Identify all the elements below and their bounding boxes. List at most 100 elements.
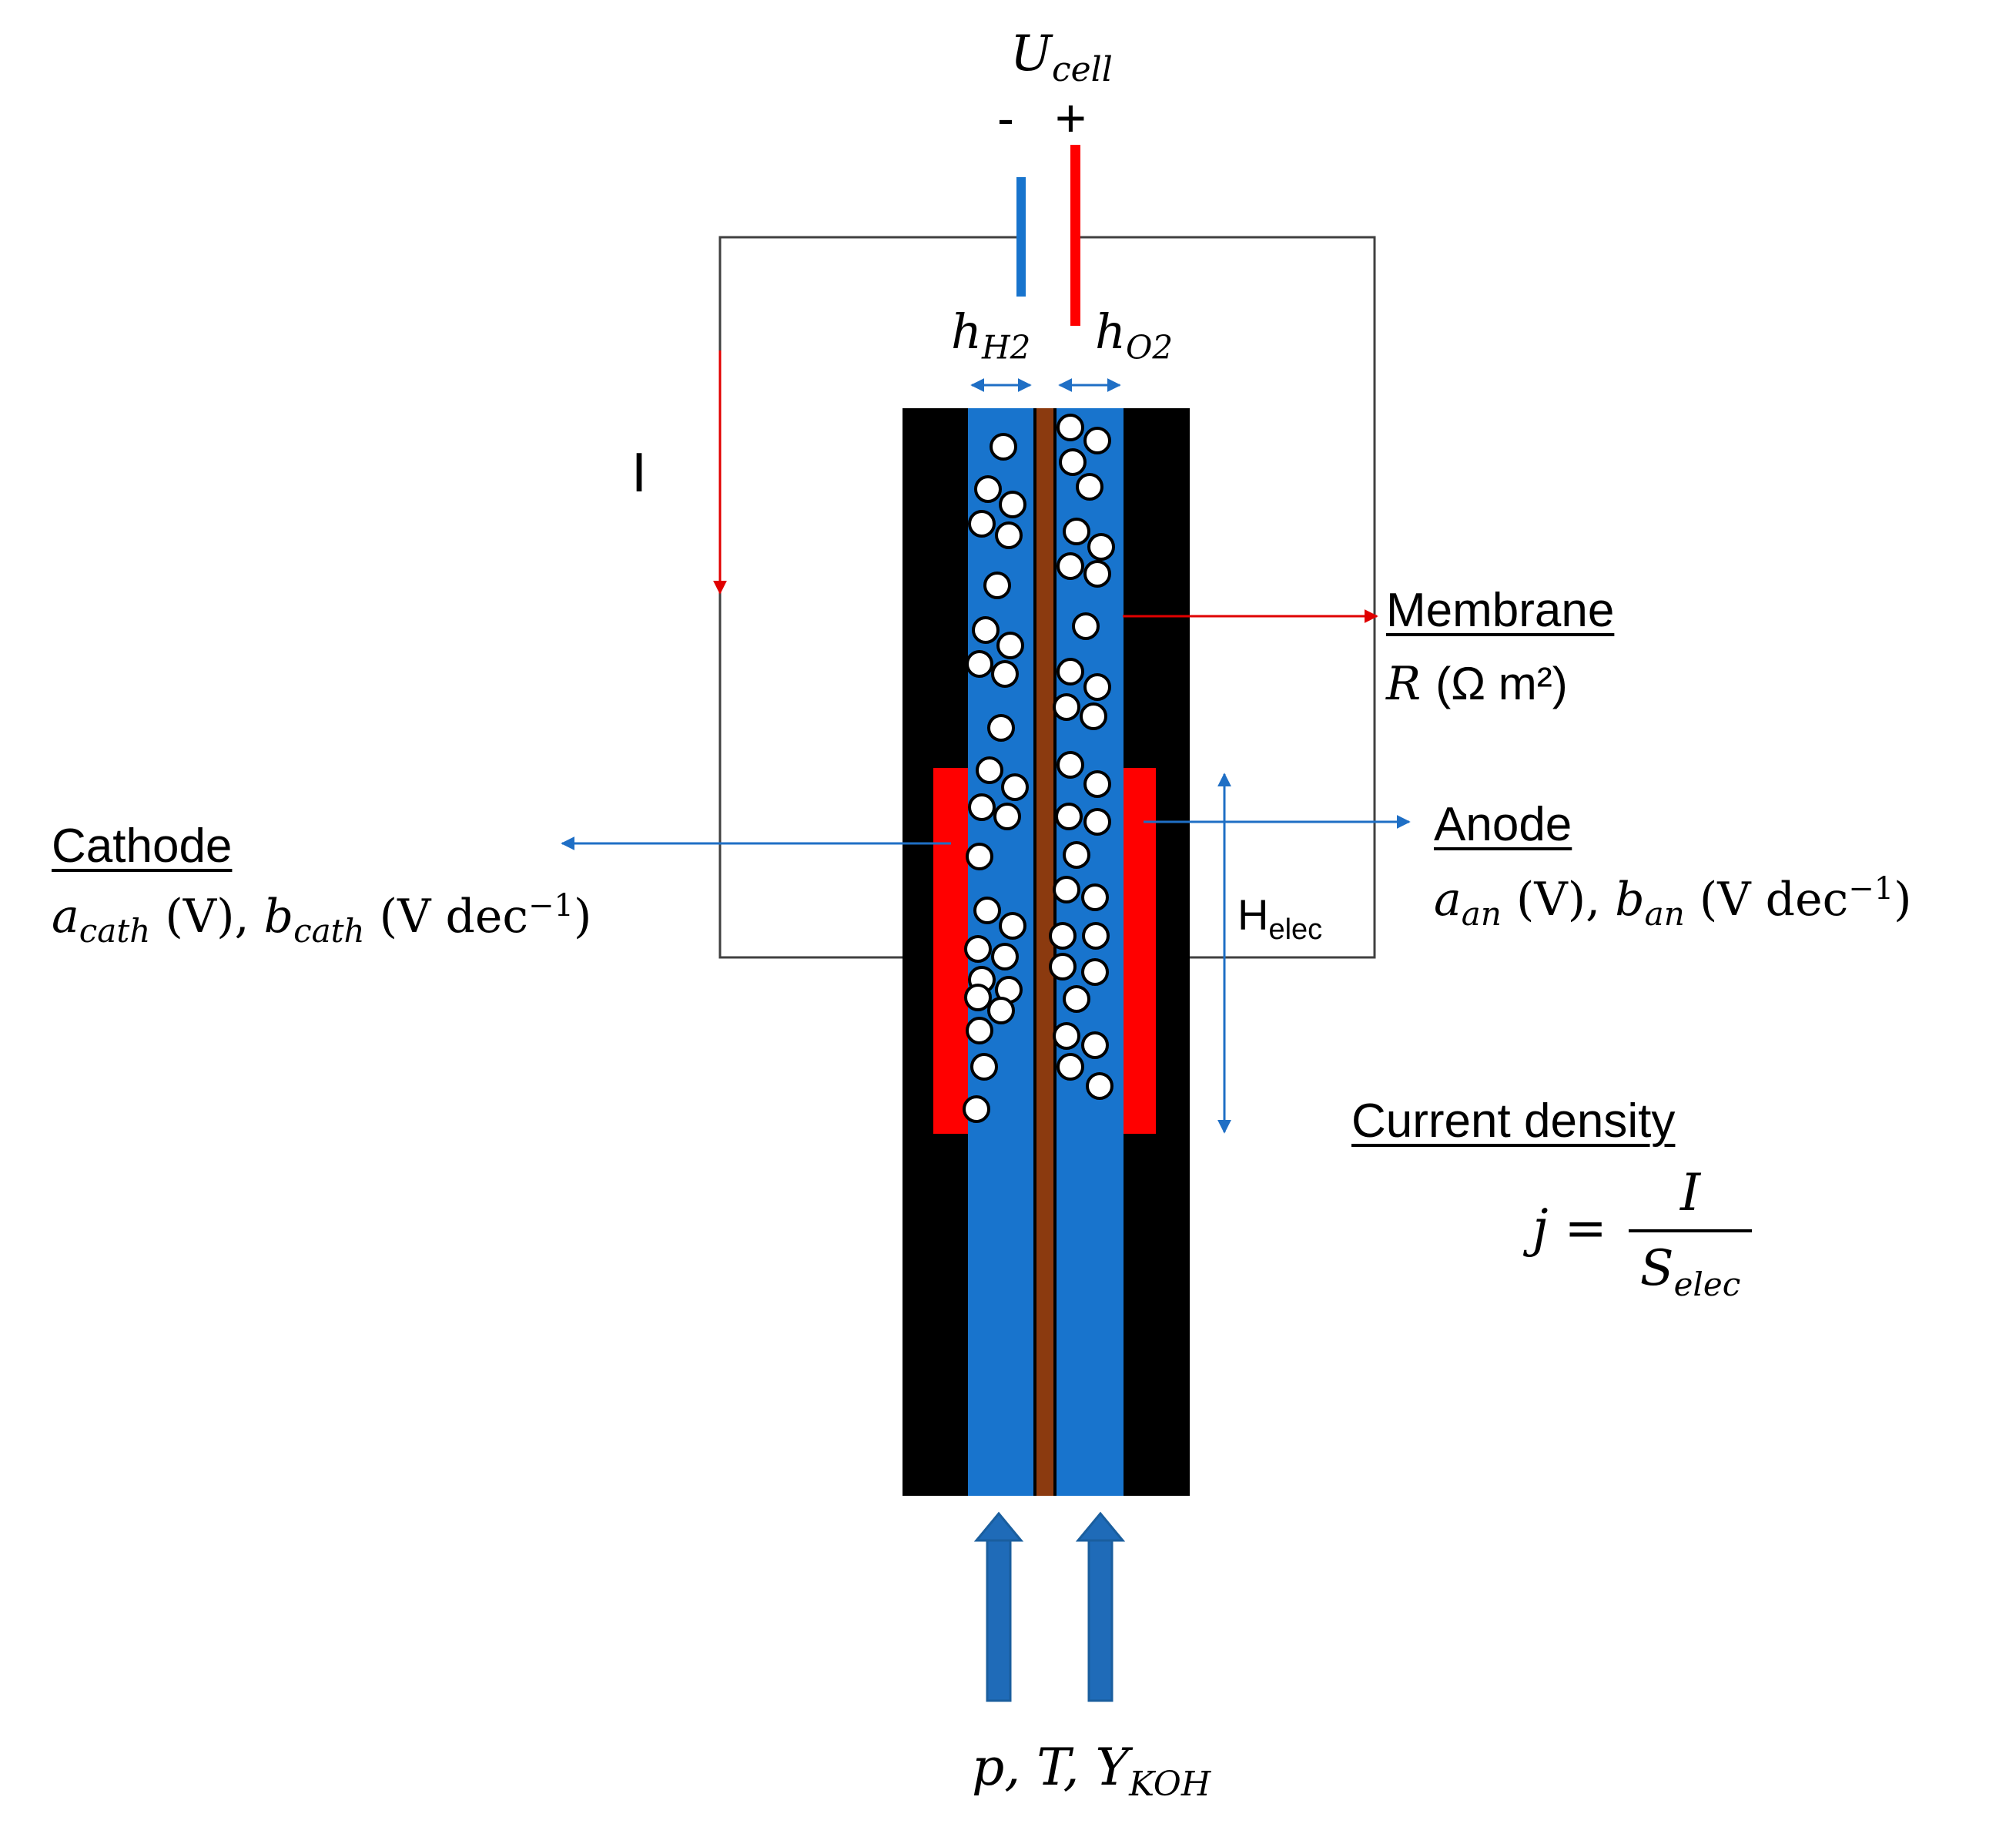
gas-bubble bbox=[991, 660, 1019, 688]
anode-electrode bbox=[1124, 768, 1156, 1134]
anode-a-subscript: an bbox=[1461, 895, 1502, 933]
gas-bubble bbox=[1083, 770, 1111, 798]
gas-bubble bbox=[964, 984, 992, 1011]
gas-bubble bbox=[987, 714, 1015, 742]
gas-bubble bbox=[995, 521, 1023, 549]
anode-b-exponent: −1 bbox=[1848, 871, 1894, 907]
gas-bubble bbox=[1083, 427, 1111, 454]
membrane-resistance-symbol: R bbox=[1386, 657, 1422, 711]
gas-bubble bbox=[1057, 1053, 1084, 1081]
anode-a-symbol: a bbox=[1434, 873, 1462, 927]
anode-b-subscript: an bbox=[1644, 895, 1685, 933]
anode-b-unit: (V dec bbox=[1699, 873, 1849, 927]
gas-bubble bbox=[1053, 693, 1080, 721]
gas-bubble bbox=[999, 912, 1026, 940]
inlet-conditions-label: p, T, YKOH bbox=[972, 1738, 1211, 1805]
current-density-denominator-subscript: elec bbox=[1673, 1265, 1741, 1303]
gas-bubble bbox=[1063, 841, 1090, 869]
circuit-wire bbox=[718, 236, 1020, 959]
gas-bubble bbox=[1087, 533, 1115, 561]
o2-gap-subscript: O2 bbox=[1125, 328, 1174, 367]
gas-bubble bbox=[1076, 473, 1103, 501]
h2-gap-subscript: H2 bbox=[981, 328, 1031, 367]
cathode-terminal bbox=[1016, 177, 1026, 297]
gas-bubble bbox=[966, 843, 993, 870]
h2-gap-label: hH2 bbox=[951, 303, 1031, 367]
anode-params: aan (V), ban (V dec−1) bbox=[1434, 873, 1912, 930]
anode-b-unit-close: ) bbox=[1894, 873, 1912, 927]
electrode-height-label: Helec bbox=[1237, 890, 1323, 947]
gas-bubble bbox=[1063, 985, 1090, 1013]
inlet-arrow-h2 bbox=[973, 1511, 1024, 1702]
gas-bubble bbox=[990, 433, 1017, 461]
membrane-title: Membrane bbox=[1386, 584, 1615, 637]
gas-bubble bbox=[976, 756, 1003, 784]
o2-gap-label: hO2 bbox=[1095, 303, 1174, 367]
gas-bubble bbox=[968, 510, 996, 538]
gas-bubble bbox=[974, 475, 1002, 503]
cell-voltage-label: Ucell bbox=[1010, 25, 1113, 89]
gas-bubble bbox=[1055, 803, 1083, 830]
cathode-title: Cathode bbox=[52, 820, 233, 873]
current-density-title: Current density bbox=[1351, 1095, 1676, 1148]
gas-bubble bbox=[1053, 876, 1080, 903]
anode-a-unit: (V), bbox=[1515, 873, 1601, 927]
membrane-core bbox=[1036, 408, 1053, 1496]
cathode-a-unit: (V), bbox=[165, 890, 249, 944]
gas-bubble bbox=[1001, 773, 1029, 801]
gas-bubble bbox=[983, 572, 1011, 599]
gas-bubble bbox=[1083, 673, 1111, 701]
anode-terminal bbox=[1070, 145, 1080, 326]
anode-title: Anode bbox=[1434, 798, 1572, 851]
gas-bubble bbox=[1083, 560, 1111, 588]
gas-bubble bbox=[1081, 958, 1109, 986]
anode-b-symbol: b bbox=[1615, 873, 1645, 927]
cathode-a-symbol: a bbox=[52, 890, 79, 944]
current-density-denominator: Selec bbox=[1639, 1240, 1741, 1303]
gas-bubble bbox=[964, 935, 992, 963]
gas-bubble bbox=[1081, 883, 1109, 911]
gas-bubble bbox=[1057, 751, 1084, 779]
o2-bubbles bbox=[1049, 414, 1115, 1100]
gas-bubble bbox=[993, 803, 1021, 830]
gas-bubble bbox=[996, 632, 1024, 659]
gas-bubble bbox=[1049, 922, 1077, 950]
gas-bubble bbox=[1059, 448, 1087, 476]
electrode-height-subscript: elec bbox=[1268, 914, 1323, 947]
h2-bubbles bbox=[963, 433, 1029, 1123]
gas-bubble bbox=[968, 793, 996, 821]
inlet-conditions-subscript: KOH bbox=[1129, 1765, 1211, 1805]
minus-sign: - bbox=[997, 89, 1014, 146]
cathode-b-unit: (V dec bbox=[379, 890, 528, 944]
cathode-a-subscript: cath bbox=[79, 912, 151, 950]
gas-bubble bbox=[987, 997, 1015, 1024]
gas-bubble bbox=[1049, 953, 1077, 981]
cathode-b-exponent: −1 bbox=[528, 888, 574, 924]
current-density-lhs: j = bbox=[1532, 1198, 1607, 1258]
cathode-b-unit-close: ) bbox=[573, 890, 592, 944]
gas-bubble bbox=[973, 897, 1001, 924]
gas-bubble bbox=[1080, 702, 1107, 730]
cathode-electrode bbox=[933, 768, 968, 1134]
gas-bubble bbox=[1057, 658, 1084, 686]
gas-bubble bbox=[1057, 552, 1084, 580]
current-density-numerator: I bbox=[1679, 1163, 1701, 1222]
gas-bubble bbox=[1086, 1072, 1113, 1100]
gas-bubble bbox=[1081, 1031, 1109, 1059]
gas-bubble bbox=[966, 650, 993, 678]
gas-bubble bbox=[972, 616, 1000, 644]
gas-bubble bbox=[1053, 1022, 1080, 1050]
gas-bubble bbox=[1057, 414, 1084, 441]
gas-bubble bbox=[1072, 612, 1100, 640]
cathode-b-subscript: cath bbox=[293, 912, 365, 950]
o2-channel bbox=[1057, 408, 1124, 1496]
gas-bubble bbox=[991, 943, 1019, 970]
gas-bubble bbox=[970, 1053, 998, 1081]
gas-bubble bbox=[963, 1095, 990, 1123]
cathode-b-symbol: b bbox=[263, 890, 294, 944]
gas-bubble bbox=[999, 491, 1026, 518]
cell-voltage-subscript: cell bbox=[1051, 49, 1113, 89]
gas-bubble bbox=[1083, 808, 1111, 836]
